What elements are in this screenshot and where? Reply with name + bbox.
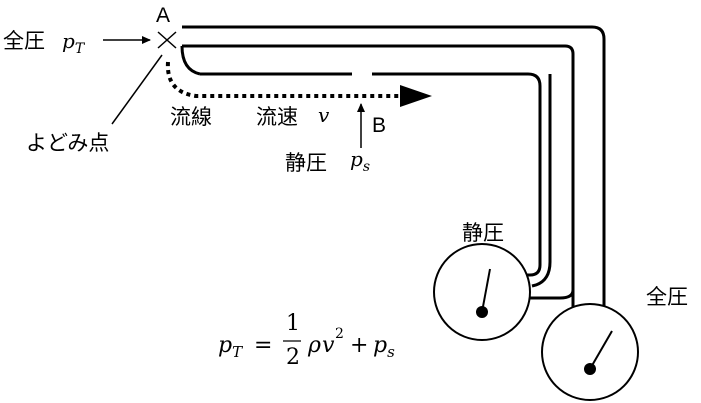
stagnation-point-label: よどみ点 [26, 131, 109, 155]
total-pressure-symbol-left: pT [62, 29, 86, 57]
static-pressure-gauge [433, 243, 531, 341]
bernoulli-formula: pT = 1 2 ρ v 2 + ps [218, 311, 395, 370]
static-pressure-symbol: ps [350, 147, 370, 175]
static-gauge-label: 静圧 [462, 221, 504, 245]
point-a-label: A [156, 4, 170, 27]
svg-text:pT: pT [218, 333, 243, 361]
svg-text:=: = [254, 333, 272, 358]
tube-tip [180, 45, 201, 76]
stagnation-leader-line [111, 54, 163, 125]
total-gauge-needle [589, 330, 613, 370]
static-gauge-needle [481, 268, 491, 313]
svg-text:+: + [350, 333, 368, 358]
flow-velocity-label: 流速 [256, 105, 298, 129]
static-tube-connector [528, 289, 575, 300]
streamline-arrowhead [400, 85, 432, 107]
stagnation-point-marker [157, 31, 177, 49]
outer-tube-wall [182, 25, 606, 308]
total-pressure-gauge [541, 303, 639, 401]
streamline-path [165, 61, 400, 98]
point-b-label: B [372, 114, 386, 137]
velocity-symbol: v [318, 103, 330, 127]
svg-text:2: 2 [335, 326, 344, 342]
static-tube-inner-wall [531, 74, 552, 288]
svg-text:2: 2 [286, 345, 300, 370]
total-pressure-label-left: 全圧 [3, 29, 45, 53]
streamline-label: 流線 [170, 105, 212, 129]
static-pressure-label: 静圧 [285, 151, 327, 175]
static-tube-outer-wall [200, 72, 542, 277]
svg-text:1: 1 [286, 311, 300, 336]
outer-tube-inner-wall [182, 44, 575, 316]
total-gauge-label: 全圧 [646, 285, 688, 309]
svg-text:v: v [322, 333, 335, 358]
svg-text:ps: ps [373, 333, 395, 361]
svg-text:ρ: ρ [307, 333, 321, 358]
